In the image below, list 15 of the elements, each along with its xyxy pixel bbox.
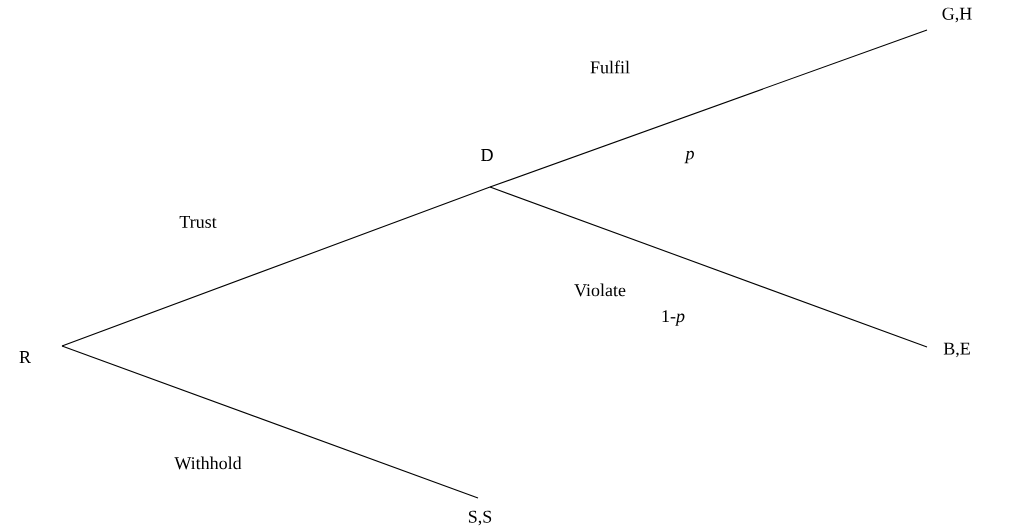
branch-line [489,186,928,348]
player-label: G,H [942,7,972,23]
probability-label: p [684,150,694,164]
player-label: B,E [943,342,970,358]
branch-line [489,29,928,188]
edge-label: Trust [179,216,217,228]
player-label: D [481,149,493,161]
branch-line [61,186,491,347]
player-label: S,S [468,510,492,526]
edge-label: Violate [574,283,626,297]
player-label: R [19,351,31,363]
probability-label: 1-p [662,310,685,326]
edge-label: Withhold [174,456,242,470]
branch-line [61,345,479,499]
edge-label: Fulfil [590,60,630,74]
